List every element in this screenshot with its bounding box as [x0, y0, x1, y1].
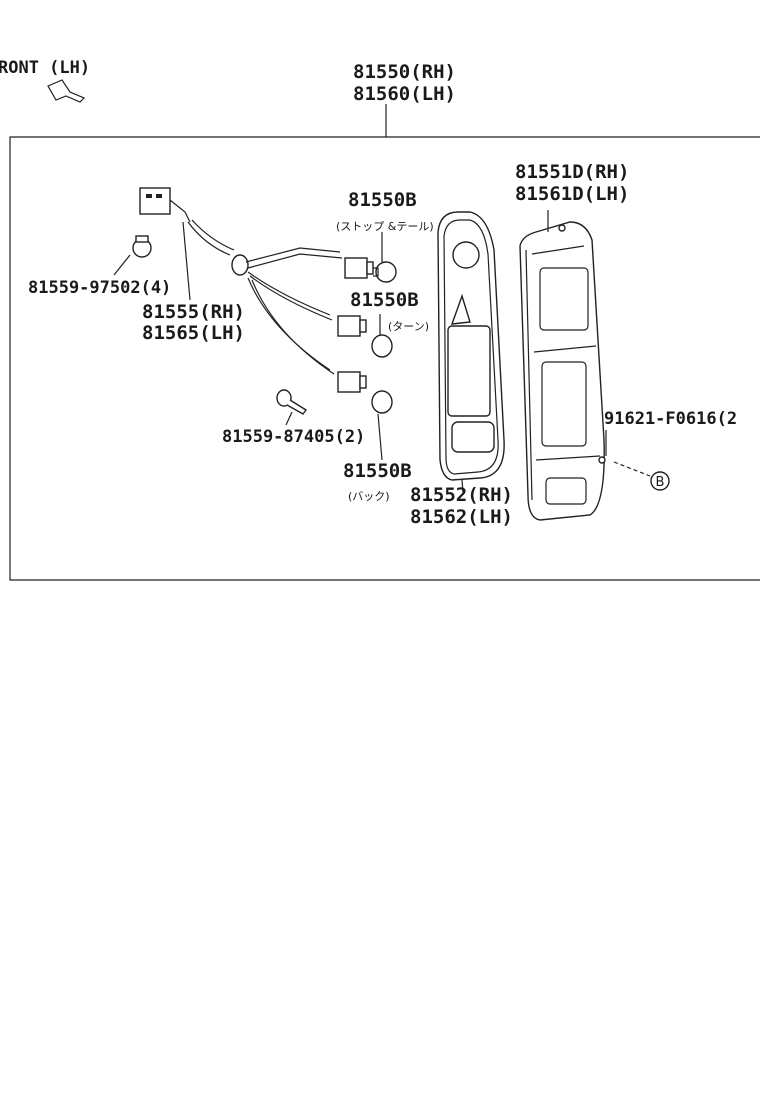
back-socket	[337, 371, 393, 414]
assembly-lh-label: 81560(LH)	[353, 83, 456, 105]
ref-b-circle	[650, 471, 670, 491]
gasket-lh-label: 81562(LH)	[410, 506, 513, 528]
bulb-stop-note: (ストップ &テール)	[336, 220, 434, 233]
ref-b-label: B	[656, 475, 665, 490]
socket-wire-leader	[182, 221, 191, 301]
bulb-back-part-label: 81550B	[343, 460, 412, 482]
lamp-gasket	[437, 211, 505, 493]
lens-screw-label: 91621-F0616(2	[604, 409, 737, 429]
lens-lh-label: 81561D(LH)	[515, 183, 629, 205]
socket-wire-rh-label: 81555(RH)	[142, 301, 245, 323]
small-screw-label: 81559-87405(2)	[222, 427, 365, 447]
small-screw	[276, 389, 308, 426]
front-indicator-label: RONT (LH)	[0, 58, 90, 78]
bulb-turn-note: (ターン)	[388, 320, 429, 333]
stop-tail-socket	[344, 257, 397, 283]
bulb-back-leader	[377, 413, 383, 461]
socket-wire-harness	[187, 219, 343, 375]
ref-b-dashed-line	[613, 461, 651, 477]
bulb-turn-part-label: 81550B	[350, 289, 419, 311]
socket-wire-lh-label: 81565(LH)	[142, 322, 245, 344]
assembly-rh-label: 81550(RH)	[353, 61, 456, 83]
turn-socket	[337, 315, 393, 358]
gasket-rh-label: 81552(RH)	[410, 484, 513, 506]
lens-rh-label: 81551D(RH)	[515, 161, 629, 183]
lamp-lens	[519, 221, 606, 521]
bulb-stop-part-label: 81550B	[348, 189, 417, 211]
connector-plug	[139, 187, 191, 223]
clip-label: 81559-97502(4)	[28, 278, 171, 298]
bulb-back-note: (バック)	[348, 490, 390, 503]
assembly-frame	[9, 136, 760, 581]
clip-fastener	[113, 235, 152, 276]
front-arrow-icon	[47, 79, 86, 103]
